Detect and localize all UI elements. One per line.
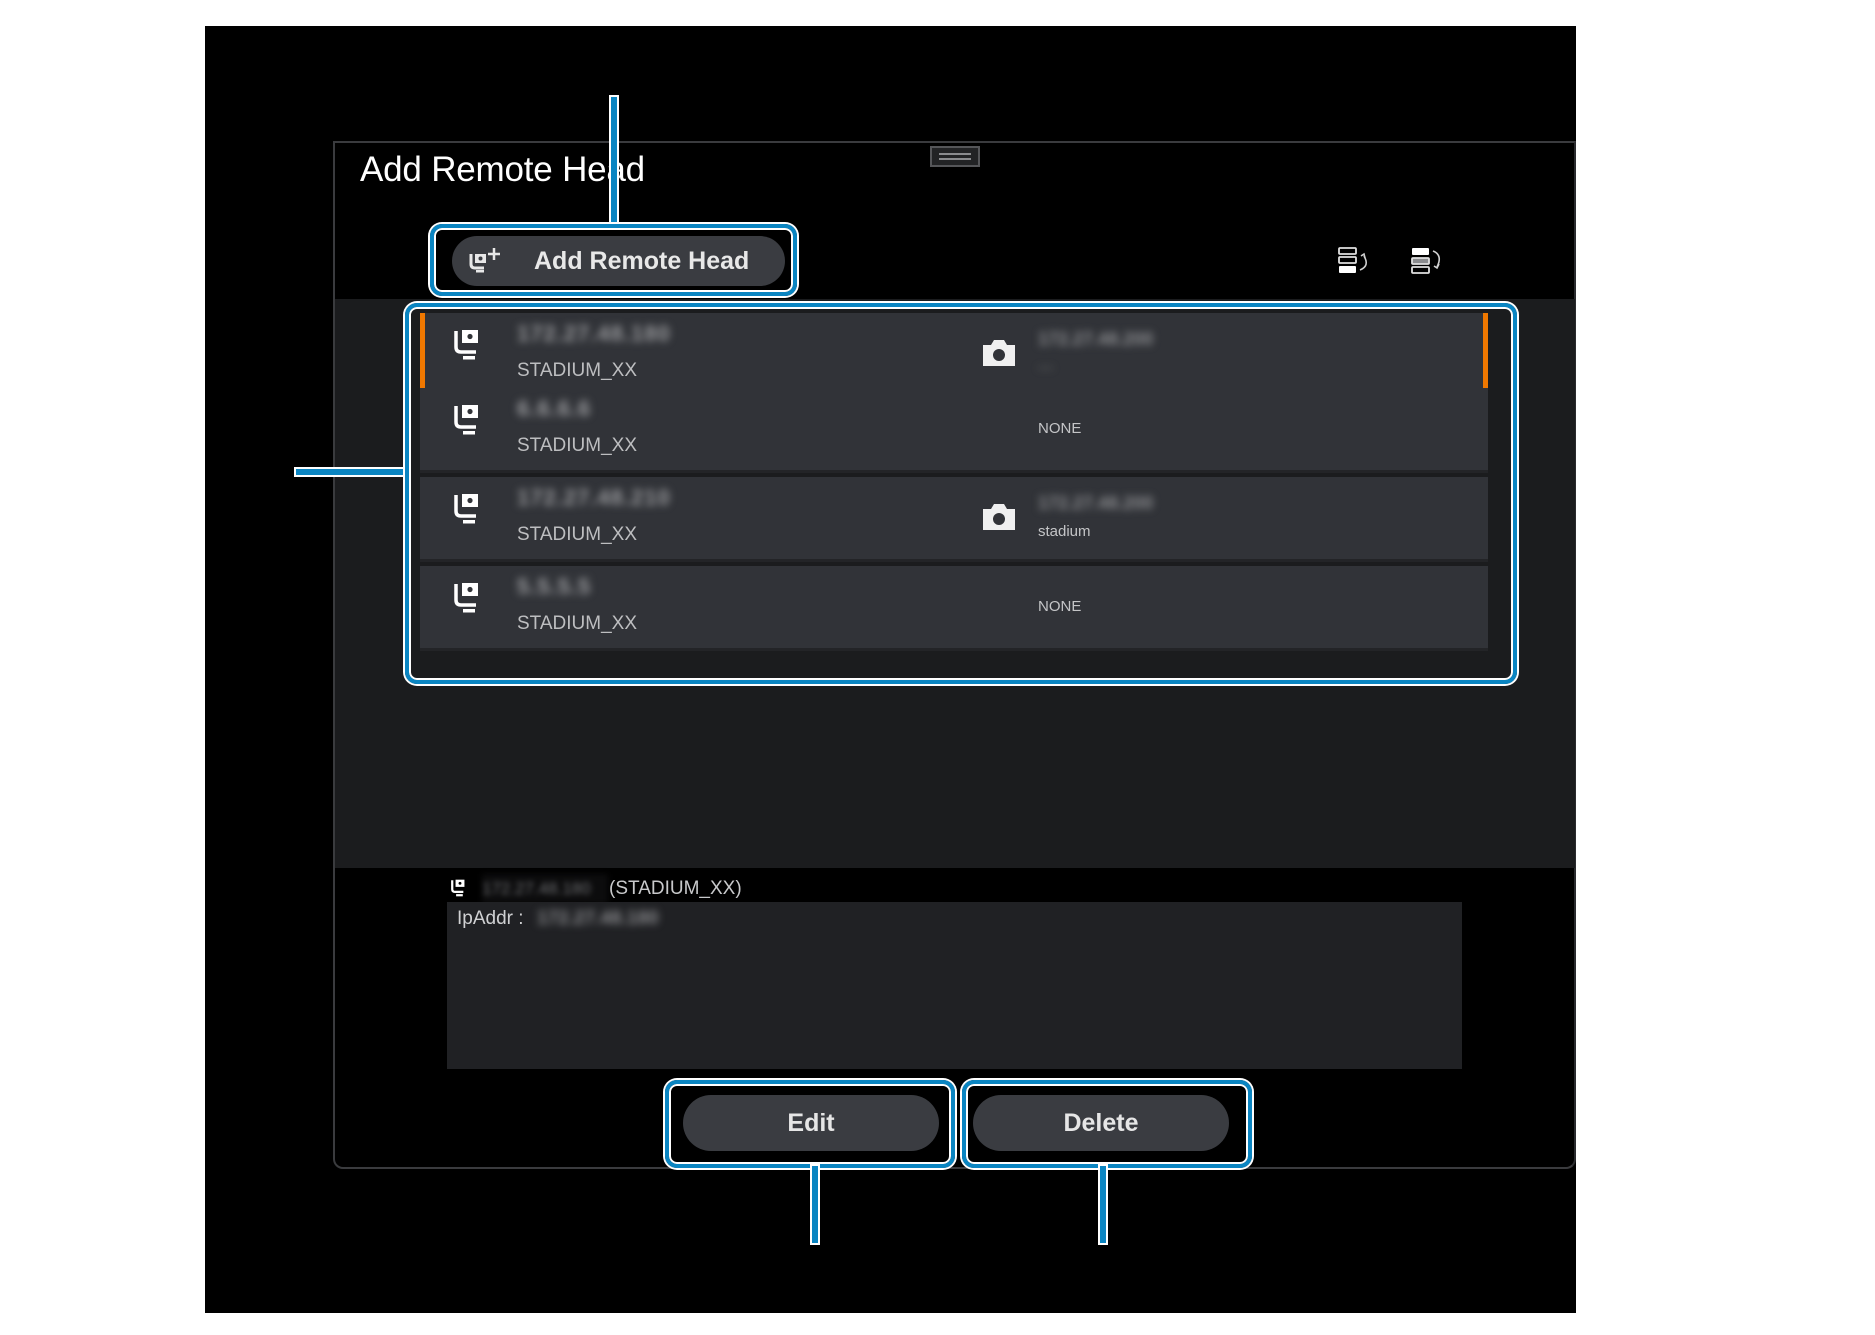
- remote-head-icon: [454, 330, 478, 360]
- camera-icon: [983, 504, 1015, 530]
- add-remote-head-icon: [469, 248, 500, 273]
- delete-button[interactable]: Delete: [973, 1095, 1229, 1151]
- remote-head-group: STADIUM_XX: [517, 613, 638, 634]
- list-item-remote-head-1[interactable]: 172.27.48.180 STADIUM_XX 172.27.48.200 —: [420, 313, 1488, 398]
- camera-none-label: NONE: [1038, 420, 1082, 437]
- move-down-icon[interactable]: [1410, 246, 1446, 276]
- camera-none-label: NONE: [1038, 598, 1082, 615]
- camera-name: stadium: [1038, 523, 1091, 540]
- add-remote-head-label: Add Remote Head: [534, 247, 750, 275]
- list-item-remote-head-2[interactable]: 6.6.6.6 STADIUM_XX NONE: [420, 388, 1488, 473]
- edit-button[interactable]: Edit: [683, 1095, 939, 1151]
- remote-head-ip: 5.5.5.5: [517, 574, 592, 599]
- ipaddr-label: IpAddr :: [457, 908, 524, 929]
- camera-name: —: [1038, 359, 1053, 376]
- remote-head-ip: 172.27.48.180: [517, 321, 671, 346]
- list-item-remote-head-4[interactable]: 5.5.5.5 STADIUM_XX NONE: [420, 566, 1488, 651]
- remote-head-ip: 6.6.6.6: [517, 396, 592, 421]
- ipaddr-value: 172.27.48.180: [537, 908, 659, 929]
- add-remote-head-button[interactable]: Add Remote Head: [452, 236, 785, 286]
- camera-ip: 172.27.48.200: [1038, 329, 1154, 349]
- detail-group: (STADIUM_XX): [609, 878, 742, 899]
- remote-head-icon: [451, 879, 465, 897]
- camera-ip: 172.27.48.200: [1038, 493, 1154, 513]
- dialog-title: Add Remote Head: [360, 150, 645, 189]
- remote-head-group: STADIUM_XX: [517, 435, 638, 456]
- remote-head-icon: [454, 405, 478, 435]
- remote-head-ip: 172.27.48.210: [517, 485, 671, 510]
- list-item-remote-head-3[interactable]: 172.27.48.210 STADIUM_XX 172.27.48.200 s…: [420, 477, 1488, 562]
- remote-head-group: STADIUM_XX: [517, 360, 638, 381]
- move-up-icon[interactable]: [1337, 246, 1373, 276]
- remote-head-icon: [454, 583, 478, 613]
- detail-ip: 172.27.48.180: [482, 874, 608, 904]
- remote-head-icon: [454, 494, 478, 524]
- detail-info-box: IpAddr : 172.27.48.180: [447, 902, 1462, 1069]
- remote-head-group: STADIUM_XX: [517, 524, 638, 545]
- camera-icon: [983, 340, 1015, 366]
- drag-handle[interactable]: [930, 146, 980, 167]
